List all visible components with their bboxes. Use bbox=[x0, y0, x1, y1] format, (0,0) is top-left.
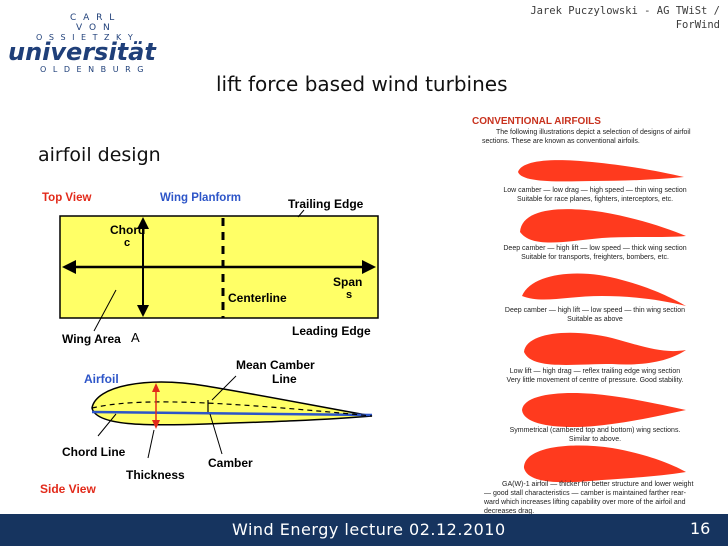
airfoil-caption-5-line1: Symmetrical (cambered top and bottom) wi… bbox=[509, 427, 681, 434]
label-leading-edge: Leading Edge bbox=[292, 324, 371, 338]
airfoil-caption-1-line1: Low camber — low drag — high speed — thi… bbox=[503, 187, 687, 194]
logo-line-oldenburg: O L D E N B U R G bbox=[40, 65, 146, 74]
airfoil-caption-6-line3: ward which increases lifting capability … bbox=[484, 499, 686, 506]
airfoil-caption-1: Low camber — low drag — high speed — thi… bbox=[490, 186, 700, 204]
span-arrow-right-head bbox=[362, 260, 376, 274]
label-chord: Chord bbox=[110, 223, 146, 237]
airfoils-intro-2: sections. These are known as conventiona… bbox=[482, 138, 640, 145]
airfoil-caption-5: Symmetrical (cambered top and bottom) wi… bbox=[490, 426, 700, 444]
wing-diagram bbox=[59, 209, 379, 459]
slide-subtitle: airfoil design bbox=[38, 144, 161, 166]
airfoil-caption-3-line2: Suitable as above bbox=[567, 316, 623, 323]
mean-camber-line bbox=[91, 401, 373, 417]
label-camber: Camber bbox=[208, 456, 253, 470]
label-span: Span bbox=[333, 275, 363, 289]
label-mean-camber-line: Line bbox=[272, 372, 297, 386]
author-line-1: Jarek Puczylowski - AG TWiSt / bbox=[530, 5, 720, 17]
footer-bar bbox=[0, 514, 728, 546]
airfoil-shapes bbox=[518, 160, 686, 483]
footer-lecture: Wind Energy lecture 02.12.2010 bbox=[232, 520, 506, 539]
airfoil-caption-6-line1: GA(W)-1 airfoil — thicker for better str… bbox=[502, 481, 694, 488]
chord-arrow-bottom-head bbox=[137, 305, 149, 317]
label-centerline: Centerline bbox=[228, 291, 287, 305]
logo-line-von: V O N bbox=[76, 23, 112, 33]
logo-wordmark: universität bbox=[8, 38, 156, 66]
airfoil-caption-2: Deep camber — high lift — low speed — th… bbox=[490, 244, 700, 262]
label-trailing-edge: Trailing Edge bbox=[288, 197, 364, 211]
author-line-2: ForWind bbox=[675, 19, 720, 31]
label-airfoil: Airfoil bbox=[84, 372, 119, 386]
label-span-symbol: s bbox=[346, 289, 353, 301]
airfoil-shape bbox=[91, 381, 373, 426]
logo-line-carl: C A R L bbox=[70, 13, 117, 23]
label-wing-planform: Wing Planform bbox=[160, 192, 242, 204]
author-header: Jarek Puczylowski - AG TWiSt / ForWind bbox=[480, 4, 720, 32]
airfoil-caption-2-line1: Deep camber — high lift — low speed — th… bbox=[503, 245, 687, 252]
conventional-airfoils-title: CONVENTIONAL AIRFOILS bbox=[472, 116, 601, 127]
airfoil-caption-5-line2: Similar to above. bbox=[568, 436, 622, 443]
chord-line-pointer bbox=[97, 413, 117, 437]
airfoil-caption-4-line1: Low lift — high drag — reflex trailing e… bbox=[509, 368, 681, 375]
airfoil-symmetrical bbox=[522, 392, 686, 428]
label-mean-camber: Mean Camber bbox=[236, 358, 315, 372]
thickness-arrow-bottom bbox=[152, 420, 160, 429]
chord-arrow-top-head bbox=[137, 217, 149, 229]
airfoil-caption-4: Low lift — high drag — reflex trailing e… bbox=[490, 367, 700, 385]
chord-line-blue bbox=[91, 410, 373, 417]
airfoil-caption-3-line1: Deep camber — high lift — low speed — th… bbox=[504, 307, 686, 314]
label-side-view: Side View bbox=[40, 482, 96, 496]
thickness-arrow-top bbox=[152, 383, 160, 392]
airfoil-caption-6-line2: — good stall characteristics — camber is… bbox=[484, 490, 686, 497]
trailing-edge-pointer bbox=[297, 209, 305, 218]
page-number: 16 bbox=[690, 519, 711, 538]
airfoil-reflex bbox=[524, 332, 686, 365]
airfoils-intro-1: The following illustrations depict a sel… bbox=[496, 129, 691, 136]
logo-line-ossietzky: O S S I E T Z K Y bbox=[36, 33, 135, 42]
label-thickness: Thickness bbox=[126, 468, 185, 482]
label-wing-area: Wing Area bbox=[62, 332, 121, 346]
airfoil-caption-1-line2: Suitable for race planes, fighters, inte… bbox=[516, 196, 674, 203]
label-wing-area-symbol: A bbox=[131, 330, 140, 345]
airfoil-low-camber bbox=[518, 160, 684, 182]
conventional-airfoils-panel: CONVENTIONAL AIRFOILS The following illu… bbox=[472, 116, 712, 146]
wing-area-pointer bbox=[93, 289, 117, 332]
airfoil-deep-camber-thin bbox=[522, 273, 686, 306]
mean-camber-pointer bbox=[211, 375, 237, 401]
thickness-pointer bbox=[147, 429, 155, 459]
airfoil-caption-6-line4: decreases drag. bbox=[484, 508, 535, 515]
label-top-view: Top View bbox=[42, 192, 92, 204]
span-arrow-left-head bbox=[62, 260, 76, 274]
airfoil-caption-3: Deep camber — high lift — low speed — th… bbox=[490, 306, 700, 324]
airfoil-caption-2-line2: Suitable for transports, freighters, bom… bbox=[521, 254, 669, 261]
airfoil-caption-6: GA(W)-1 airfoil — thicker for better str… bbox=[484, 480, 704, 516]
slide-title: lift force based wind turbines bbox=[216, 72, 508, 96]
airfoil-deep-camber-thick bbox=[520, 209, 686, 243]
label-chord-symbol: c bbox=[124, 237, 131, 249]
label-chord-line: Chord Line bbox=[62, 445, 126, 459]
airfoil-caption-4-line2: Very little movement of centre of pressu… bbox=[506, 377, 684, 384]
airfoil-gaw1 bbox=[524, 445, 686, 483]
camber-pointer bbox=[209, 413, 223, 455]
